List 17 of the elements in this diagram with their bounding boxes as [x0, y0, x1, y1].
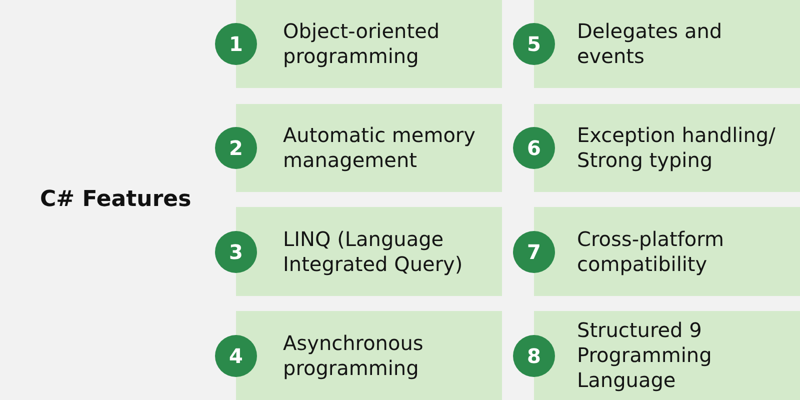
diagram-title: C# Features [40, 186, 192, 214]
step-number: 2 [215, 127, 257, 169]
feature-label: LINQ (Language Integrated Query) [283, 226, 464, 276]
step-number: 4 [215, 334, 257, 376]
feature-label: Cross-platform compatibility [577, 226, 726, 276]
step-number: 5 [513, 23, 555, 65]
step-number: 1 [215, 23, 257, 65]
step-number: 3 [215, 230, 257, 272]
feature-label: Automatic memory management [283, 123, 476, 173]
step-number: 8 [513, 334, 555, 376]
feature-label: Delegates and events [577, 19, 724, 69]
feature-label: Exception handling/ Strong typing [577, 123, 776, 173]
feature-label: Asynchronous programming [283, 330, 424, 380]
feature-label: Object-oriented programming [283, 19, 441, 69]
step-number: 6 [513, 127, 555, 169]
feature-label: Structured 9 Programming Language [577, 318, 713, 393]
step-number: 7 [513, 230, 555, 272]
